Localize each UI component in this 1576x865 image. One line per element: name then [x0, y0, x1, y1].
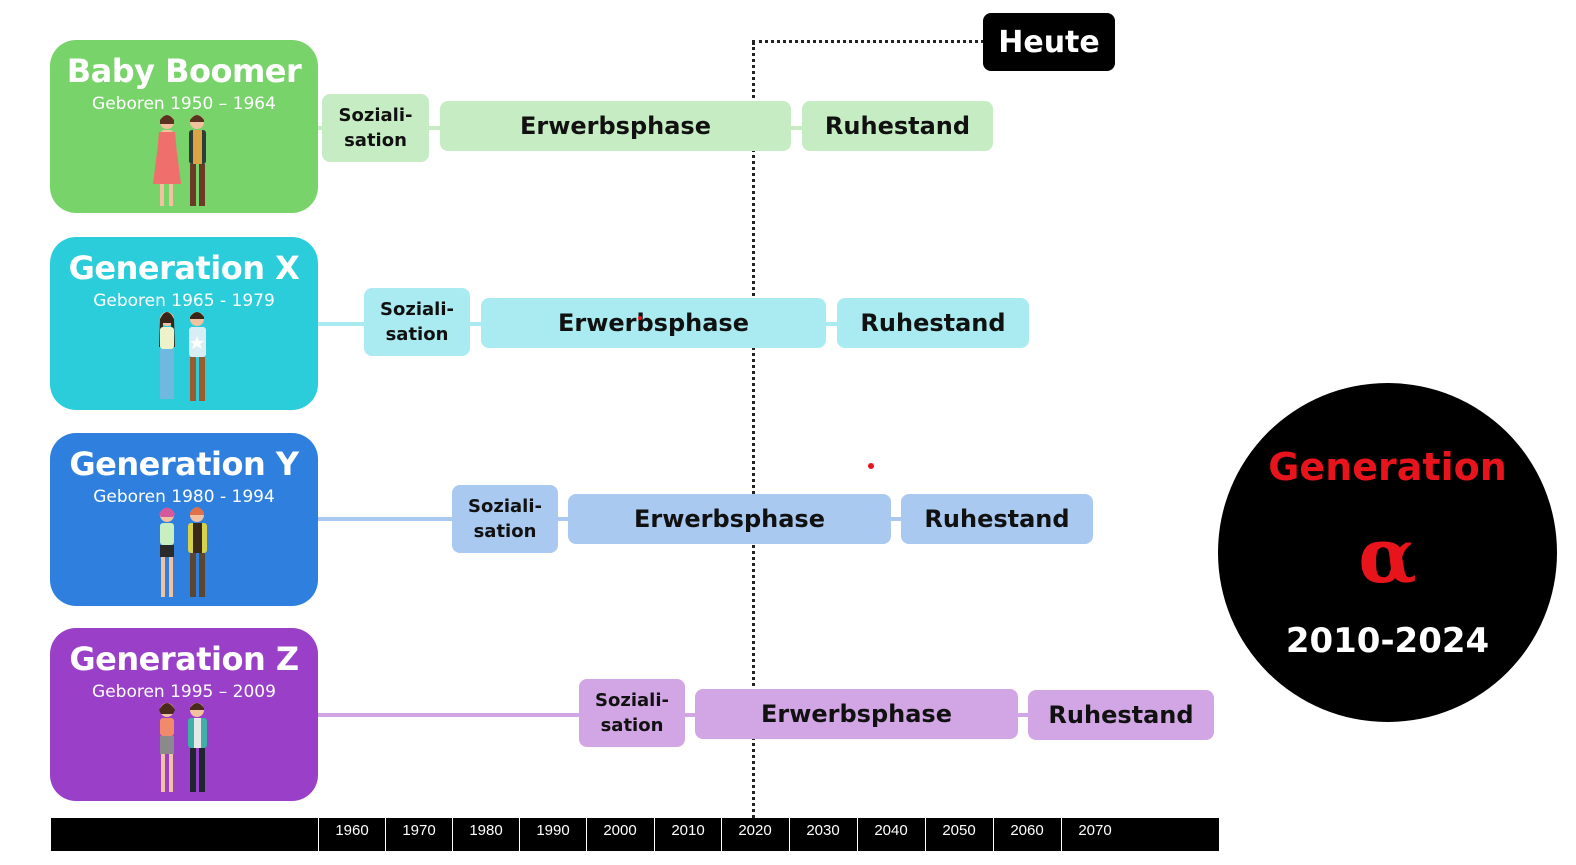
generation-birth-years: Geboren 1980 - 1994	[93, 487, 275, 507]
generation-name: Baby Boomer	[66, 52, 302, 90]
phase-erwerbsphase: Erwerbsphase	[695, 689, 1018, 739]
phase-sozialisation: Soziali- sation	[364, 288, 470, 356]
generation-card-generation-y: Generation Y Geboren 1980 - 1994	[50, 433, 318, 606]
phase-sozialisation: Soziali- sation	[322, 94, 429, 162]
generation-card-generation-x: Generation X Geboren 1965 - 1979	[50, 237, 318, 410]
phase-sozialisation: Soziali- sation	[579, 679, 685, 747]
people-illustration-icon	[159, 507, 207, 597]
phase-sozialisation: Soziali- sation	[452, 485, 558, 553]
timeline-tick: 2050	[925, 818, 992, 851]
phase-erwerbsphase: Erwerbsphase	[481, 298, 826, 348]
timeline-tick: 2030	[789, 818, 856, 851]
phase-erwerbsphase: Erwerbsphase	[440, 101, 791, 151]
phase-erwerbsphase: Erwerbsphase	[568, 494, 891, 544]
people-illustration-icon	[159, 312, 206, 401]
timeline-tick: 2040	[857, 818, 924, 851]
alpha-symbol: α	[1358, 511, 1417, 600]
generation-name: Generation X	[68, 249, 300, 287]
generation-birth-years: Geboren 1995 – 2009	[92, 682, 276, 702]
timeline-tick: 1980	[452, 818, 519, 851]
timeline-tick: 1960	[318, 818, 385, 851]
timeline-tick: 1990	[519, 818, 586, 851]
timeline-tick: 2070	[1061, 818, 1128, 851]
generation-alpha-badge: Generation α 2010-2024	[1218, 383, 1557, 722]
red-dot	[638, 316, 642, 320]
people-illustration-icon	[153, 115, 206, 206]
phase-ruhestand: Ruhestand	[1028, 690, 1214, 740]
timeline-tick: 2020	[721, 818, 788, 851]
timeline-tick: 2000	[586, 818, 653, 851]
generation-name: Generation Y	[69, 445, 299, 483]
generation-card-baby-boomer: Baby Boomer Geboren 1950 – 1964	[50, 40, 318, 213]
today-marker-line	[752, 42, 755, 818]
people-illustration-icon	[159, 703, 207, 792]
timeline-axis	[51, 818, 1219, 851]
phase-ruhestand: Ruhestand	[901, 494, 1093, 544]
generation-birth-years: Geboren 1950 – 1964	[92, 94, 276, 114]
generation-alpha-title: Generation	[1268, 445, 1507, 489]
generation-name: Generation Z	[69, 640, 299, 678]
today-marker-connector	[752, 40, 984, 43]
generation-alpha-years: 2010-2024	[1285, 621, 1490, 661]
timeline-connector	[792, 126, 804, 130]
generation-card-generation-z: Generation Z Geboren 1995 – 2009	[50, 628, 318, 801]
today-label: Heute	[983, 13, 1115, 71]
timeline-tick: 2060	[993, 818, 1060, 851]
generation-birth-years: Geboren 1965 - 1979	[93, 291, 275, 311]
timeline-tick: 2010	[654, 818, 721, 851]
timeline-tick: 1970	[385, 818, 452, 851]
red-dot	[868, 463, 874, 469]
phase-ruhestand: Ruhestand	[837, 298, 1029, 348]
phase-ruhestand: Ruhestand	[802, 101, 993, 151]
